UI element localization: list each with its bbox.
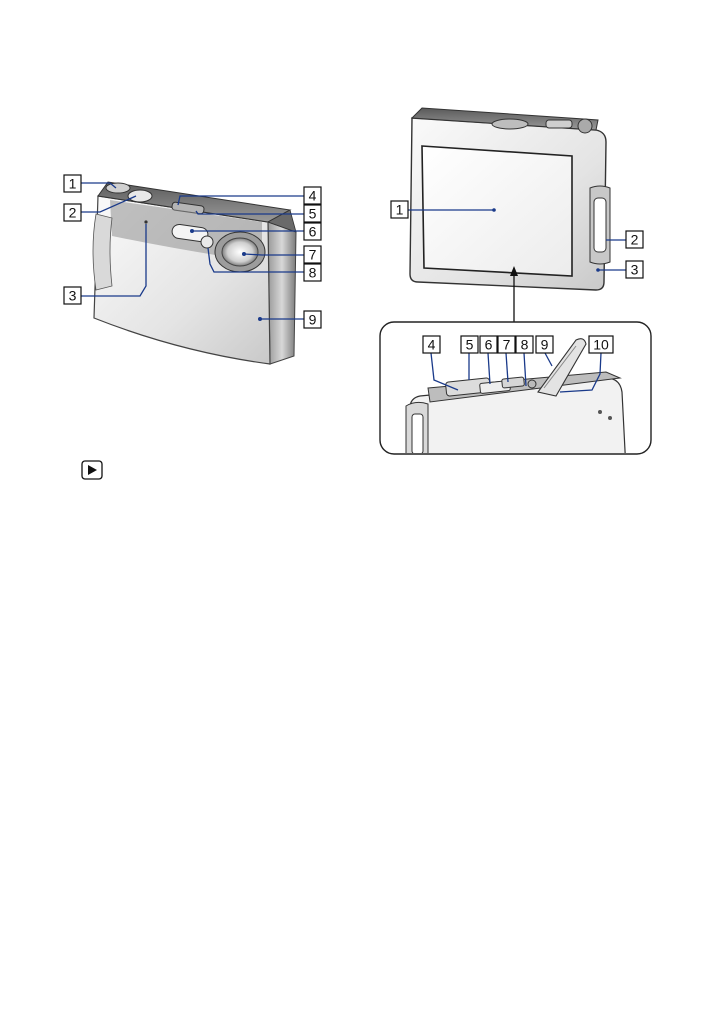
svg-text:7: 7: [503, 337, 511, 353]
callout-front-7: 7: [304, 246, 321, 263]
callout-back-3: 3: [626, 261, 643, 278]
callout-front-2: 2: [64, 204, 81, 221]
svg-text:2: 2: [69, 205, 77, 221]
callout-front-6: 6: [304, 223, 321, 240]
callout-detail-6: 6: [480, 336, 497, 353]
svg-text:6: 6: [309, 224, 317, 240]
callout-front-3: 3: [64, 287, 81, 304]
svg-text:10: 10: [593, 337, 609, 353]
svg-text:5: 5: [466, 337, 474, 353]
svg-text:8: 8: [521, 337, 529, 353]
back-camera: [410, 108, 610, 290]
svg-text:7: 7: [309, 247, 317, 263]
svg-text:4: 4: [309, 188, 317, 204]
svg-text:5: 5: [309, 206, 317, 222]
callout-detail-4: 4: [423, 336, 440, 353]
svg-text:4: 4: [428, 337, 436, 353]
svg-text:1: 1: [69, 176, 77, 192]
callout-front-9: 9: [304, 311, 321, 328]
svg-text:3: 3: [69, 288, 77, 304]
callout-back-2: 2: [626, 231, 643, 248]
callout-front-8: 8: [304, 264, 321, 281]
svg-text:8: 8: [309, 265, 317, 281]
svg-text:6: 6: [485, 337, 493, 353]
callout-detail-5: 5: [461, 336, 478, 353]
callout-detail-8: 8: [516, 336, 533, 353]
callout-front-1: 1: [64, 175, 81, 192]
callout-detail-7: 7: [498, 336, 515, 353]
svg-text:9: 9: [541, 337, 549, 353]
svg-text:3: 3: [631, 262, 639, 278]
callout-back-1: 1: [391, 201, 408, 218]
svg-text:1: 1: [396, 202, 404, 218]
detail-pointer-arrow: [510, 266, 518, 322]
play-triangle-icon: [82, 461, 102, 479]
callout-front-4: 4: [304, 187, 321, 204]
callout-detail-9: 9: [536, 336, 553, 353]
svg-text:2: 2: [631, 232, 639, 248]
front-camera: [93, 182, 296, 364]
callout-front-5: 5: [304, 205, 321, 222]
callout-detail-10: 10: [589, 336, 613, 353]
svg-text:9: 9: [309, 312, 317, 328]
